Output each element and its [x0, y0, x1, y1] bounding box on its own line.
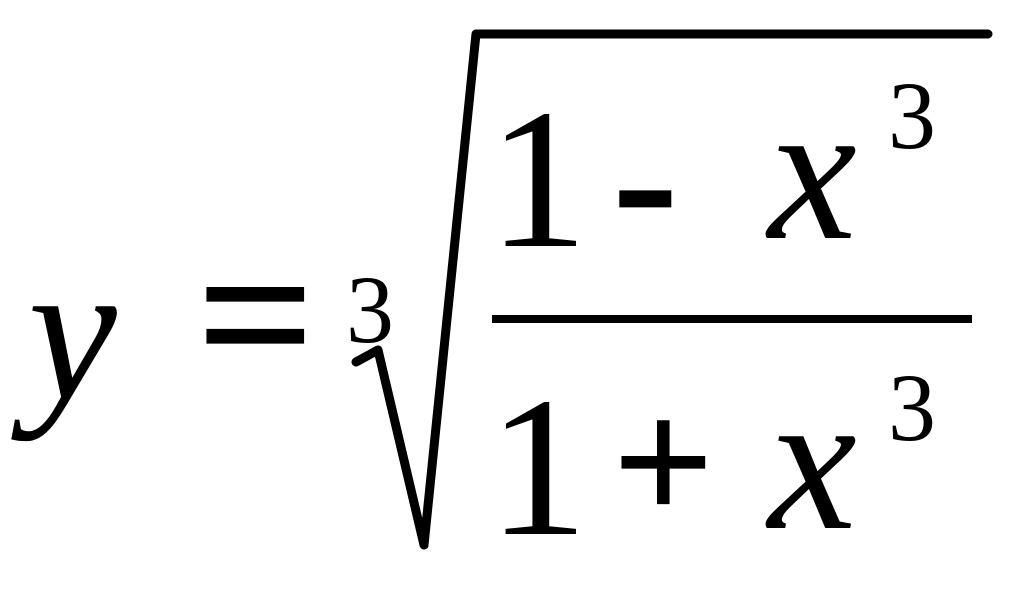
- denominator-one: 1: [488, 357, 588, 578]
- numerator-exponent: 3: [888, 62, 936, 169]
- denominator-exponent: 3: [888, 354, 936, 461]
- radical-sign: [351, 29, 993, 550]
- root-index: 3: [346, 256, 394, 363]
- variable-y: y: [28, 221, 117, 442]
- denominator-variable-x: x: [768, 351, 857, 572]
- numerator-one: 1: [488, 69, 588, 290]
- numerator-minus: -: [612, 69, 679, 290]
- equals-sign: =: [196, 199, 316, 431]
- numerator-variable-x: x: [768, 61, 857, 282]
- denominator-plus: +: [612, 362, 715, 561]
